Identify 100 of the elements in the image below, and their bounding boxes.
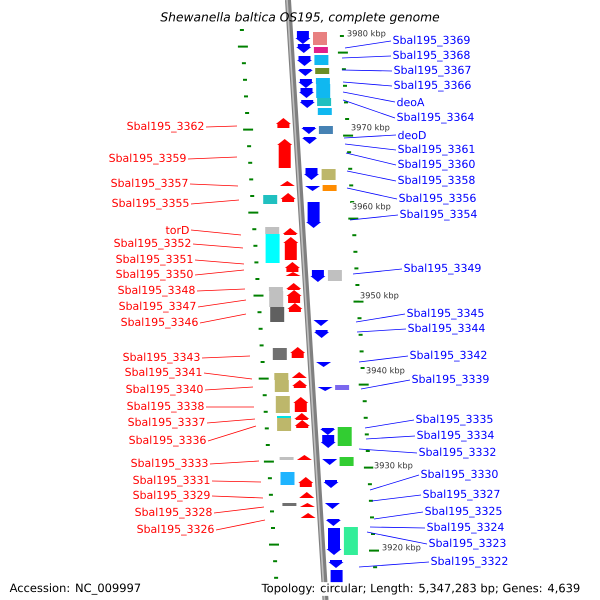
gene-label: Sbal195_3331 [133, 476, 210, 486]
leader-line [212, 496, 264, 498]
scale-label: 3970 kbp [350, 123, 391, 133]
gene-label: Sbal195_3345 [407, 308, 484, 320]
leader-line [216, 520, 266, 530]
leader-line [366, 436, 416, 440]
leader-line [194, 260, 244, 264]
leader-line [206, 418, 256, 424]
leader-line [346, 188, 398, 200]
gene-label: Sbal195_3346 [121, 318, 198, 328]
leader-line [358, 562, 430, 568]
leader-line [344, 144, 396, 150]
leader-line [212, 480, 262, 482]
leader-line [350, 214, 398, 220]
gene-label: Sbal195_3361 [398, 144, 474, 156]
gene-label: Sbal195_3347 [119, 302, 196, 312]
leader-line [366, 532, 428, 544]
leader-line [372, 494, 422, 502]
leader-line [206, 406, 254, 408]
leader-line [204, 372, 252, 380]
gene-label: Sbal195_3335 [416, 414, 492, 426]
gene-label: Sbal195_3359 [109, 154, 186, 164]
leader-line [190, 230, 242, 236]
gene-label: Sbal195_3355 [112, 198, 188, 210]
scale-label: 3980 kbp [346, 29, 387, 39]
gene-label: Sbal195_3332 [419, 448, 496, 458]
leader-line [188, 156, 238, 160]
gene-label: Sbal195_3369 [393, 36, 470, 46]
leader-line [342, 82, 392, 86]
leader-line [358, 448, 418, 454]
gene-label: deoD [398, 130, 426, 140]
leader-line [356, 314, 406, 322]
leader-line [346, 152, 396, 166]
leader-line [198, 300, 246, 308]
gene-label: Sbal195_3357 [111, 178, 188, 190]
leader-line [214, 506, 264, 514]
leader-line [190, 200, 240, 204]
gene-label: Sbal195_3330 [421, 470, 498, 480]
leader-line [364, 420, 414, 428]
leader-line [342, 100, 396, 118]
gene-label: Sbal195_3341 [125, 368, 202, 378]
gene-label: Sbal195_3325 [425, 506, 502, 518]
leader-line [200, 314, 246, 324]
gene-label: Sbal195_3354 [400, 210, 477, 220]
leader-line [202, 356, 250, 358]
gene-label: deoA [397, 98, 424, 106]
gene-label: Sbal195_3329 [133, 490, 210, 502]
gene-label: Sbal195_3337 [128, 418, 204, 428]
gene-label: Sbal195_3344 [408, 324, 485, 334]
leader-line [370, 526, 426, 528]
gene-label: Sbal195_3328 [135, 508, 212, 518]
leader-line [206, 126, 238, 128]
leader-line [190, 184, 238, 186]
info-text: Topology: circular; Length: 5,347,283 bp; Genes: 4,639 [260, 582, 582, 596]
leader-line [344, 134, 396, 138]
gene-label: Sbal195_3339 [412, 374, 489, 386]
leader-line [192, 244, 244, 248]
scale-label: 3920 kbp [381, 543, 422, 553]
gene-label: Sbal195_3334 [417, 430, 494, 442]
gene-label: Sbal195_3364 [397, 112, 474, 124]
leader-line [356, 328, 406, 332]
leader-line [370, 474, 420, 490]
leader-line [196, 288, 246, 292]
gene-label: Sbal195_3349 [404, 264, 481, 274]
gene-label: Sbal195_3352 [114, 238, 190, 250]
gene-label: torD [166, 226, 189, 234]
gene-label: Sbal195_3350 [116, 270, 193, 280]
gene-label: Sbal195_3367 [394, 66, 470, 76]
leader-line [344, 40, 392, 48]
leader-line [194, 270, 244, 276]
gene-label: Sbal195_3323 [429, 538, 506, 550]
gene-label: Sbal195_3340 [126, 384, 203, 396]
gene-label: Sbal195_3348 [118, 286, 195, 296]
scale-label: 3940 kbp [365, 366, 406, 376]
gene-label: Sbal195_3336 [129, 436, 206, 446]
leader-line [374, 512, 424, 520]
scale-label: 3960 kbp [351, 202, 392, 212]
gene-label: Sbal195_3333 [131, 458, 208, 470]
leader-line [346, 170, 396, 182]
gene-label: Sbal195_3366 [394, 80, 471, 92]
gene-label: Sbal195_3327 [423, 490, 500, 500]
gene-label: Sbal195_3351 [116, 254, 192, 266]
scale-label: 3930 kbp [373, 461, 414, 471]
gene-label: Sbal195_3343 [123, 352, 200, 364]
gene-label: Sbal195_3324 [427, 522, 504, 534]
gene-label: Sbal195_3326 [137, 524, 214, 536]
leader-line [360, 380, 410, 390]
gene-label: Sbal195_3356 [399, 194, 476, 204]
leader-line [208, 426, 256, 442]
info-text: Accession: NC_009997 [8, 582, 142, 596]
gene-label: Sbal195_3358 [398, 176, 475, 186]
leader-line [342, 92, 396, 102]
title: Shewanella baltica OS195, complete genome [160, 12, 440, 24]
gene-label: Sbal195_3322 [431, 556, 508, 568]
gene-label: Sbal195_3360 [398, 160, 475, 170]
gene-label: Sbal195_3362 [127, 122, 204, 132]
gene-label: Sbal195_3368 [393, 50, 470, 62]
leader-line [352, 268, 402, 274]
gene-label: Sbal195_3338 [127, 402, 204, 412]
leader-line [210, 460, 260, 464]
